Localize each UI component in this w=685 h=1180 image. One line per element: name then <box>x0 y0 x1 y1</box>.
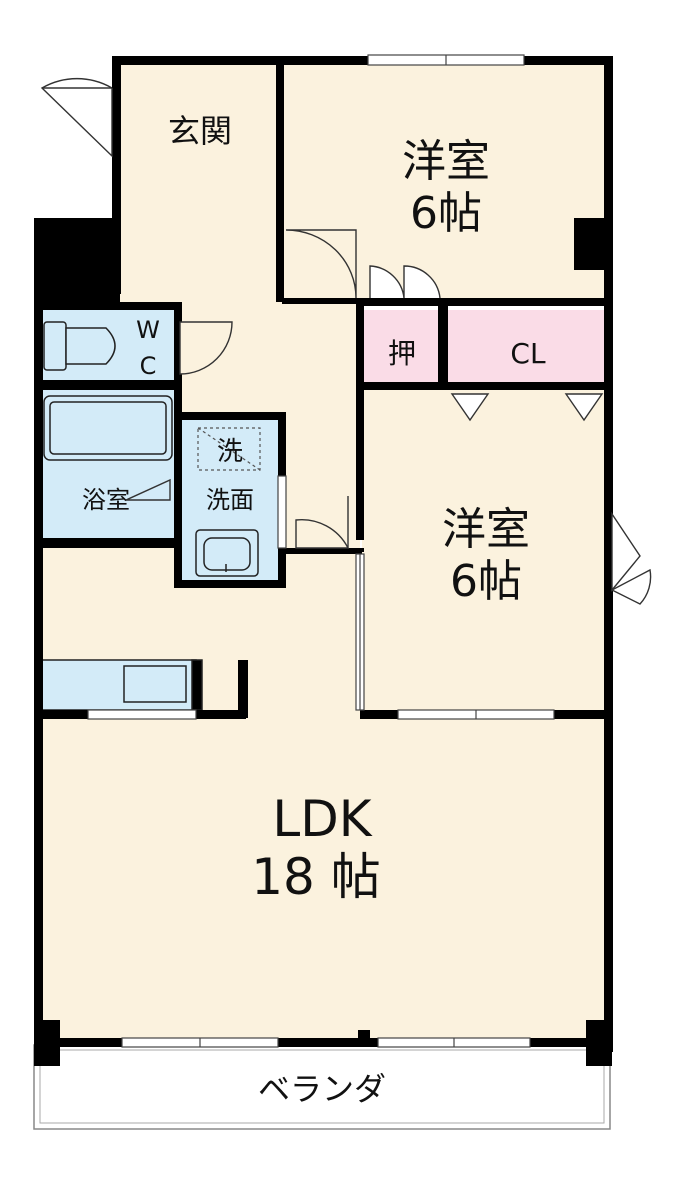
genkan-label: 玄関 <box>168 112 232 150</box>
veranda-label: ベランダ <box>258 1070 386 1108</box>
closet-door-right <box>564 393 604 422</box>
balcony-door-mid-swing <box>610 568 652 605</box>
window-kitchen <box>87 709 197 720</box>
western-mid-name: 洋室 <box>442 504 530 555</box>
toilet-icon <box>43 321 116 371</box>
veranda <box>33 1044 611 1130</box>
western-mid-size: 6帖 <box>450 556 522 607</box>
balcony-door-mid <box>611 511 641 592</box>
western-room-top-floor <box>282 64 608 304</box>
room-labels: 玄関 洋室 6帖 押 CL W C 洗 浴室 洗面 洋室 6帖 LDK 18 帖… <box>82 112 546 1108</box>
wc-label-w: W <box>136 316 160 344</box>
bath-door <box>125 478 171 501</box>
oshiire-door <box>369 265 441 299</box>
wc-door <box>179 321 233 375</box>
ldk-floor <box>38 548 608 1044</box>
wash-basin-icon <box>195 529 259 577</box>
washing-machine-space-icon <box>197 427 261 471</box>
washroom-label: 洗面 <box>206 486 254 514</box>
ldk-size: 18 帖 <box>251 848 381 906</box>
bath-label: 浴室 <box>82 486 130 514</box>
ldk-name: LDK <box>272 790 372 848</box>
washer-label: 洗 <box>217 437 243 467</box>
closet-floor <box>446 310 606 382</box>
entrance-door <box>40 78 113 158</box>
room-fills <box>38 64 608 1044</box>
closet-door-left <box>450 393 490 422</box>
bathtub-icon <box>43 395 173 461</box>
oshiire-floor <box>364 310 440 386</box>
wc-label-c: C <box>140 352 157 380</box>
walls <box>34 56 613 1066</box>
kitchen-counter-icon <box>39 659 203 711</box>
western-top-name: 洋室 <box>402 136 490 187</box>
windows <box>87 54 555 1048</box>
doors <box>40 78 652 605</box>
oshiire-label: 押 <box>388 337 416 370</box>
genkan-floor <box>120 64 280 196</box>
western-top-door <box>285 229 357 299</box>
window-washroom <box>277 475 287 549</box>
closet-label: CL <box>510 337 546 370</box>
washroom-door <box>295 518 350 549</box>
western-top-size: 6帖 <box>410 188 482 239</box>
